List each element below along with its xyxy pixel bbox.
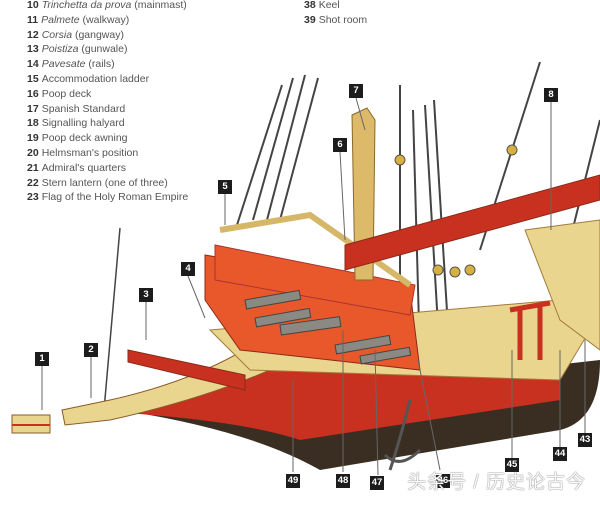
legend-number: 39 [304,13,316,26]
pulleys [394,144,518,278]
legend-description: Signalling halyard [41,117,125,130]
leader-lines [41,97,586,476]
legend-number: 14 [27,58,39,71]
legend-description: Helmsman's position [41,146,139,159]
callout-48: 48 [336,474,350,488]
legend-number: 38 [304,0,316,11]
callout-6: 6 [333,138,347,152]
legend-description: (rails) [85,58,115,71]
red-pavesate [344,174,600,271]
legend-number: 17 [27,102,39,115]
legend-description: Poop deck [41,87,92,100]
legend-description: Shot room [318,13,368,26]
callout-1: 1 [35,352,49,366]
legend-number: 22 [27,176,39,189]
callout-45: 45 [505,458,519,472]
anchor [383,399,422,471]
legend-description: (walkway) [79,13,130,26]
legend-number: 16 [27,87,39,100]
legend-number: 10 [27,0,39,11]
callout-5: 5 [218,180,232,194]
callout-44: 44 [553,447,567,461]
legend-description: (mainmast) [131,0,187,11]
legend-description: Spanish Standard [41,102,126,115]
callout-46: 46 [436,474,450,488]
callout-7: 7 [349,84,363,98]
legend-number: 18 [27,117,39,130]
legend-term: Palmete [41,13,80,26]
cannons [244,289,412,365]
callout-43: 43 [578,433,592,447]
legend-number: 13 [27,43,39,56]
awning-cloth [214,244,416,316]
legend-term: Corsia [41,28,73,41]
callout-8: 8 [544,88,558,102]
outrigger-beam [127,349,246,391]
callout-3: 3 [139,288,153,302]
legend-number: 15 [27,72,39,85]
legend-description: Flag of the Holy Roman Empire [41,191,189,204]
legend-description: (gangway) [72,28,124,41]
legend-description: Keel [318,0,340,11]
legend-term: Poistiza [41,43,79,56]
callout-47: 47 [370,476,384,490]
legend-number: 19 [27,132,39,145]
legend-number: 21 [27,161,39,174]
callout-4: 4 [181,262,195,276]
watermark: 头条号 / 历史论古今 [407,472,586,493]
legend-term: Trinchetta da prova [41,0,132,11]
legend-description: Poop deck awning [41,132,128,145]
legend-number: 12 [27,28,39,41]
legend-number: 20 [27,146,39,159]
callout-49: 49 [286,474,300,488]
legend-number: 23 [27,191,39,204]
callout-2: 2 [84,343,98,357]
legend-description: Stern lantern (one of three) [41,176,168,189]
legend-description: Accommodation ladder [41,72,150,85]
stern-structure [524,219,600,351]
gallows [509,300,551,360]
legend-description: (gunwale) [78,43,128,56]
legend-term: Pavesate [41,58,86,71]
legend-number: 11 [27,13,39,26]
legend-description: Admiral's quarters [41,161,126,174]
